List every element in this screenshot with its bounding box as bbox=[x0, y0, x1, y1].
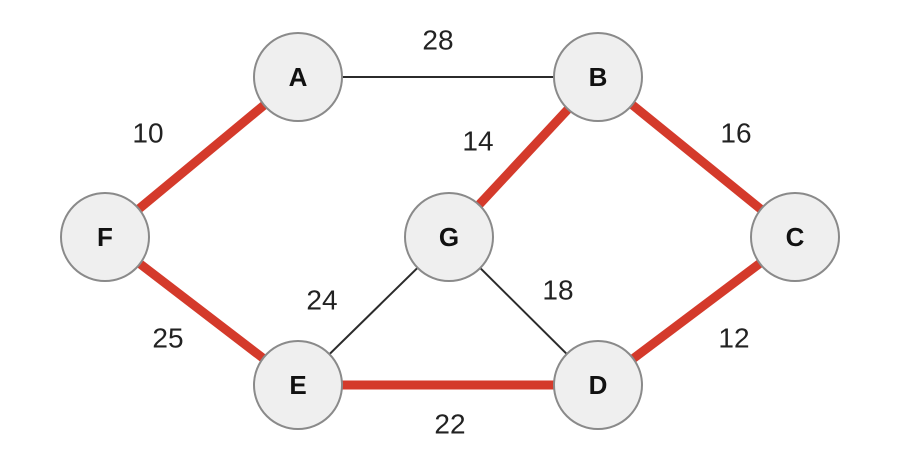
node-circle-b bbox=[553, 32, 643, 122]
node-circle-g bbox=[404, 192, 494, 282]
edge-weight-f-a: 10 bbox=[132, 118, 163, 149]
node-label-a: A bbox=[289, 62, 308, 92]
node-e: E bbox=[253, 340, 343, 430]
node-label-e: E bbox=[289, 370, 306, 400]
edge-weight-g-e: 24 bbox=[306, 285, 337, 316]
node-b: B bbox=[553, 32, 643, 122]
node-c: C bbox=[750, 192, 840, 282]
edge-weight-b-g: 14 bbox=[462, 126, 493, 157]
edge-weight-e-d: 22 bbox=[434, 409, 465, 440]
node-f: F bbox=[60, 192, 150, 282]
edge-weight-b-c: 16 bbox=[720, 118, 751, 149]
node-circle-d bbox=[553, 340, 643, 430]
node-label-f: F bbox=[97, 222, 113, 252]
nodes-layer: A B C D E F G bbox=[60, 32, 840, 430]
node-label-d: D bbox=[589, 370, 608, 400]
node-circle-c bbox=[750, 192, 840, 282]
node-label-b: B bbox=[589, 62, 608, 92]
node-circle-a bbox=[253, 32, 343, 122]
node-a: A bbox=[253, 32, 343, 122]
edge-weight-c-d: 12 bbox=[718, 323, 749, 354]
edge-weights-layer: 28 10 14 16 25 24 18 12 22 bbox=[132, 25, 751, 440]
edge-weight-f-e: 25 bbox=[152, 323, 183, 354]
node-label-c: C bbox=[786, 222, 805, 252]
node-d: D bbox=[553, 340, 643, 430]
node-g: G bbox=[404, 192, 494, 282]
edge-weight-g-d: 18 bbox=[542, 275, 573, 306]
node-circle-e bbox=[253, 340, 343, 430]
node-circle-f bbox=[60, 192, 150, 282]
node-label-g: G bbox=[439, 222, 459, 252]
edge-weight-a-b: 28 bbox=[422, 25, 453, 56]
